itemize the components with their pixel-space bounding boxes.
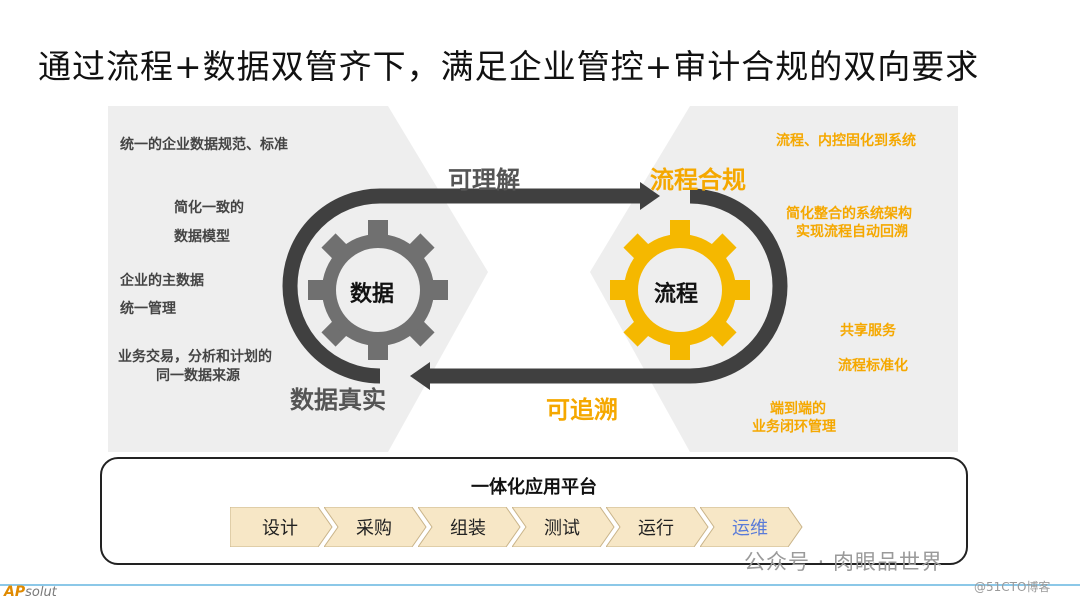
watermark-text: 公众号 · 肉眼品世界	[744, 550, 944, 574]
top-arrow-label: 可理解	[448, 166, 520, 194]
left-item: 统一的企业数据规范、标准	[120, 137, 288, 153]
loop-bottom-arc	[430, 188, 788, 384]
process-steps: 设计 采购 组装 测试 运行 运维	[230, 507, 810, 547]
bottom-arrow-label: 可追溯	[546, 396, 618, 424]
company-logo: APsolut	[4, 584, 57, 600]
step-design: 设计	[230, 507, 333, 547]
left-item: 企业的主数据	[120, 273, 204, 289]
right-corner-label: 流程合规	[650, 166, 746, 194]
right-item: 实现流程自动回溯	[796, 224, 908, 240]
right-item: 业务闭环管理	[752, 419, 836, 435]
right-item: 流程标准化	[838, 358, 908, 374]
step-assemble: 组装	[418, 507, 521, 547]
step-test: 测试	[512, 507, 615, 547]
left-item: 数据模型	[174, 229, 230, 245]
right-item: 流程、内控固化到系统	[776, 133, 916, 149]
left-item: 业务交易，分析和计划的	[118, 349, 272, 365]
top-arrow-head	[640, 182, 660, 210]
left-item: 简化一致的	[174, 200, 244, 216]
platform-title: 一体化应用平台	[471, 477, 597, 498]
gear-left-icon	[308, 220, 448, 360]
right-item: 端到端的	[770, 401, 826, 417]
credit-text: @51CTO博客	[974, 580, 1051, 594]
loop-top-arc	[282, 188, 640, 384]
step-run: 运行	[606, 507, 709, 547]
step-purchase: 采购	[324, 507, 427, 547]
left-corner-label: 数据真实	[290, 386, 386, 414]
gear-right-label: 流程	[654, 282, 699, 307]
bottom-arrow-head	[410, 362, 430, 390]
step-ops: 运维	[700, 507, 803, 547]
page-title: 通过流程+数据双管齐下，满足企业管控+审计合规的双向要求	[38, 47, 980, 86]
left-item: 同一数据来源	[156, 368, 240, 384]
gear-right-icon	[610, 220, 750, 360]
platform-box: 一体化应用平台 设计 采购 组装 测试 运行 运维	[100, 457, 968, 565]
footer-divider	[0, 584, 1080, 586]
right-item: 共享服务	[840, 323, 896, 339]
right-item: 简化整合的系统架构	[786, 206, 912, 222]
left-item: 统一管理	[120, 301, 176, 317]
gear-left-label: 数据	[350, 282, 395, 307]
